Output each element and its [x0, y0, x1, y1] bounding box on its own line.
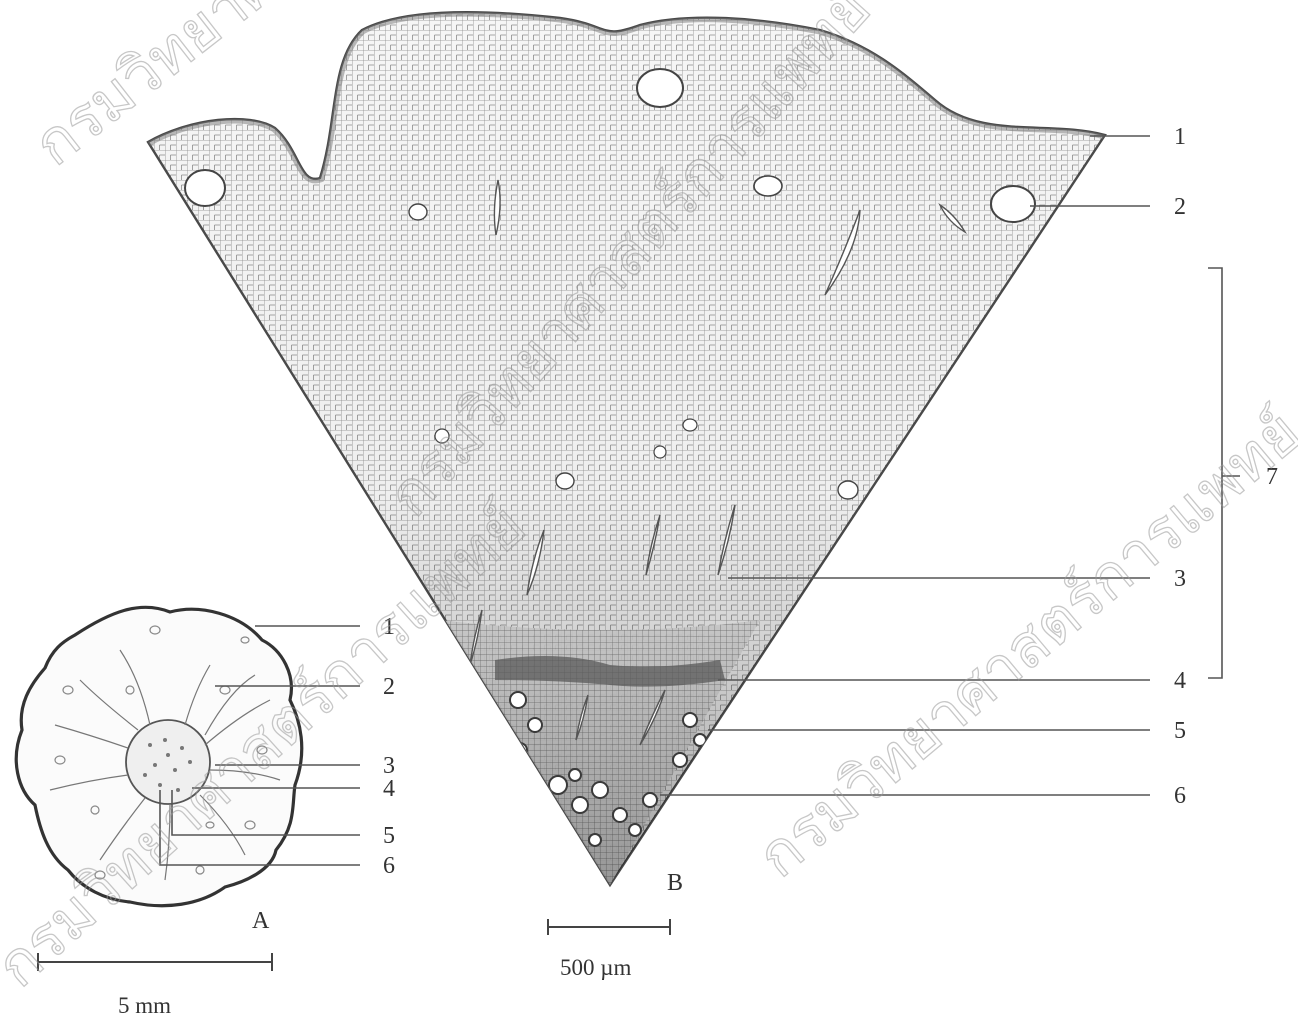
- panel-a-scale-label: 5 mm: [118, 993, 171, 1018]
- secretory-cavity: [556, 473, 574, 489]
- panel-a-scale-bar: 5 mm: [38, 953, 272, 1018]
- secretory-cavity: [637, 69, 683, 107]
- secretory-cavity: [683, 419, 697, 431]
- panel-b-label-5: 5: [1174, 718, 1186, 744]
- panel-b-scale-label: 500 µm: [560, 955, 632, 980]
- panel-b-scale-bar: 500 µm: [548, 919, 670, 980]
- secretory-cavity: [409, 204, 427, 220]
- secretory-cavity: [838, 481, 858, 499]
- panel-a-label-6: 6: [383, 853, 395, 879]
- panel-b-label-4: 4: [1174, 668, 1186, 694]
- panel-b-label-6: 6: [1174, 783, 1186, 809]
- secretory-cavity: [185, 170, 225, 206]
- panel-b-letter: B: [667, 870, 683, 896]
- panel-b-label-3: 3: [1174, 566, 1186, 592]
- secretory-cavity: [754, 176, 782, 196]
- panel-a-letter: A: [252, 908, 270, 934]
- secretory-cavity: [991, 186, 1035, 222]
- panel-b-label-2: 2: [1174, 194, 1186, 220]
- panel-a-label-4: 4: [383, 776, 395, 802]
- panel-b-label-1: 1: [1174, 124, 1186, 150]
- secretory-cavity: [654, 446, 666, 458]
- panel-a-label-5: 5: [383, 823, 395, 849]
